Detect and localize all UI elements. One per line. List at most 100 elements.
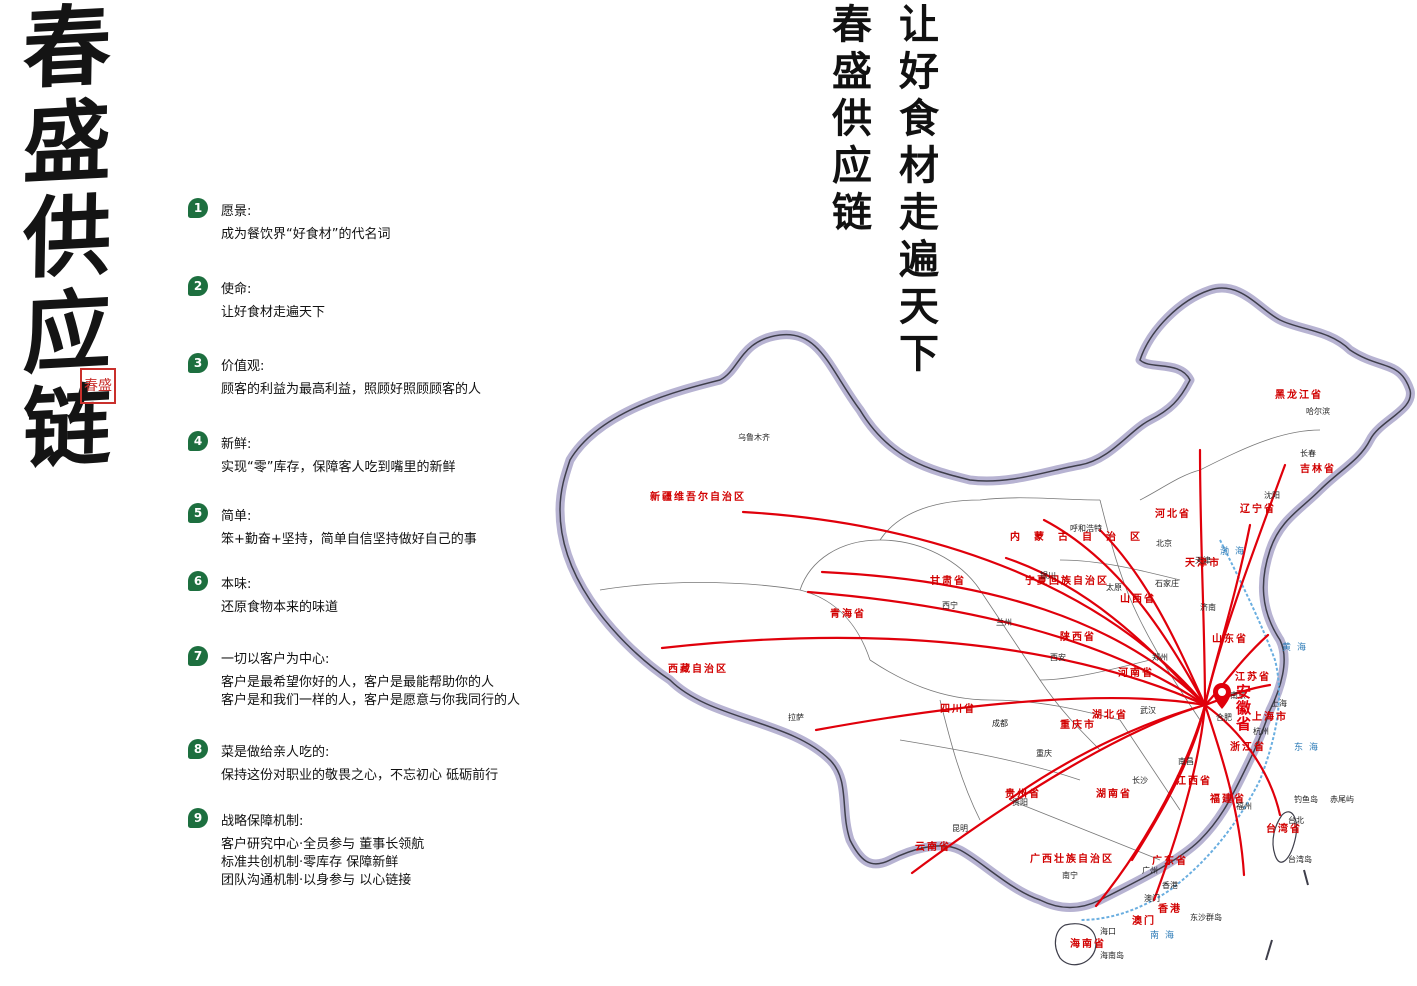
city-label: 长沙 (1132, 776, 1148, 785)
value-line: 还原食物本来的味道 (221, 600, 339, 615)
taiwan-outline (1272, 811, 1298, 863)
slogan-main: 让 好 食 材 走 遍 天 下 (895, 2, 943, 378)
city-label: 合肥 (1216, 713, 1232, 722)
city-label: 北京 (1156, 539, 1172, 548)
province-label: 河北省 (1155, 509, 1191, 520)
province-label: 江苏省 (1235, 672, 1271, 683)
island-label: 台湾岛 (1288, 855, 1312, 864)
number-badge: 1 (188, 198, 208, 218)
city-label: 拉萨 (788, 713, 804, 722)
slogan-char: 链 (832, 190, 872, 236)
city-label: 太原 (1106, 583, 1122, 592)
brand-char: 春 (21, 0, 113, 102)
province-label: 贵州省 (1005, 789, 1041, 800)
value-desc: 顾客的利益为最高利益，照顾好照顾顾客的人 (221, 381, 481, 399)
city-label: 呼和浩特 (1070, 524, 1102, 533)
sea-label: 渤海 (1220, 547, 1251, 557)
slogan-char: 走 (899, 190, 939, 236)
city-label: 沈阳 (1264, 491, 1280, 500)
province-label: 西藏自治区 (668, 664, 728, 675)
value-title: 本味: (221, 577, 252, 592)
value-line: 让好食材走遍天下 (221, 305, 326, 320)
province-label: 新疆维吾尔自治区 (650, 492, 746, 503)
value-desc: 实现“零”库存，保障客人吃到嘴里的新鲜 (221, 459, 455, 477)
value-title: 愿景: (221, 204, 252, 219)
number-badge: 7 (188, 646, 208, 666)
red-seal-stamp: 春盛 (80, 368, 116, 404)
province-label: 台湾省 (1266, 824, 1302, 835)
value-line: 标准共创机制·零库存 保障新鲜 (221, 855, 399, 870)
value-line: 成为餐饮界“好食材”的代名词 (221, 227, 391, 242)
city-label: 贵阳 (1012, 798, 1028, 807)
value-line: 保持这份对职业的敬畏之心，不忘初心 砥砺前行 (221, 768, 499, 783)
slogan-char: 应 (832, 143, 872, 189)
city-label: 海口 (1100, 927, 1116, 936)
province-label: 四川省 (940, 704, 976, 715)
country-border-inner (559, 287, 1412, 909)
city-label: 成都 (992, 719, 1008, 728)
value-title: 简单: (221, 509, 252, 524)
island-label: 赤尾屿 (1330, 795, 1354, 804)
sea-label: 黄海 (1282, 643, 1313, 653)
number-badge: 6 (188, 571, 208, 591)
hub-label: 安徽省 (1236, 683, 1252, 733)
city-label: 广州 (1142, 866, 1158, 875)
province-label: 福建省 (1210, 794, 1246, 805)
province-borders (599, 429, 1321, 861)
number-badge: 4 (188, 431, 208, 451)
city-label: 福州 (1236, 802, 1252, 811)
city-label: 银川 (1040, 571, 1056, 580)
hainan-outline (1054, 923, 1097, 966)
value-line: 顾客的利益为最高利益，照顾好照顾顾客的人 (221, 382, 482, 397)
value-desc: 保持这份对职业的敬畏之心，不忘初心 砥砺前行 (221, 767, 498, 785)
city-label: 哈尔滨 (1306, 407, 1330, 416)
province-label: 湖南省 (1096, 789, 1132, 800)
city-label: 济南 (1200, 603, 1216, 612)
province-label: 黑龙江省 (1275, 390, 1323, 401)
value-desc: 客户是最希望你好的人，客户是最能帮助你的人 客户是和我们一样的人，客户是愿意与你… (221, 674, 520, 710)
value-desc: 还原食物本来的味道 (221, 599, 338, 617)
city-label: 重庆 (1036, 749, 1052, 758)
city-label: 台北 (1288, 816, 1304, 825)
sea-label: 南海 (1150, 931, 1181, 941)
island-label: 东沙群岛 (1190, 913, 1222, 922)
province-label: 河南省 (1118, 668, 1154, 679)
value-title: 新鲜: (221, 437, 252, 452)
city-label: 天津 (1195, 556, 1211, 565)
value-desc: 笨+勤奋+坚持，简单自信坚持做好自己的事 (221, 531, 477, 549)
city-label: 南宁 (1062, 871, 1078, 880)
province-label: 甘肃省 (930, 576, 966, 587)
province-label: 澳门 (1132, 916, 1156, 927)
province-label: 吉林省 (1300, 464, 1336, 475)
slogan-char: 好 (899, 49, 939, 95)
province-label: 湖北省 (1092, 710, 1128, 721)
map-svg (555, 283, 1415, 966)
value-desc: 客户研究中心·全员参与 董事长领航 标准共创机制·零库存 保障新鲜 团队沟通机制… (221, 836, 424, 890)
city-label: 香港 (1162, 881, 1178, 890)
city-label: 长春 (1300, 449, 1316, 458)
province-label: 天津市 (1185, 558, 1221, 569)
brand-char: 供 (21, 182, 113, 292)
value-line: 团队沟通机制·以身参与 以心链接 (221, 873, 412, 888)
value-line: 笨+勤奋+坚持，简单自信坚持做好自己的事 (221, 532, 477, 547)
city-label: 南京 (1230, 691, 1246, 700)
city-label: 澳门 (1144, 894, 1160, 903)
island-label: 钓鱼岛 (1294, 795, 1318, 804)
city-label: 西安 (1050, 653, 1066, 662)
province-label: 辽宁省 (1240, 504, 1276, 515)
province-label: 江西省 (1176, 776, 1212, 787)
number-badge: 8 (188, 739, 208, 759)
number-badge: 9 (188, 808, 208, 828)
province-label: 广西壮族自治区 (1030, 854, 1114, 865)
value-line: 客户研究中心·全员参与 董事长领航 (221, 837, 425, 852)
slogan-char: 下 (899, 331, 939, 377)
slogan-brand: 春 盛 供 应 链 (828, 2, 876, 237)
china-map: 新疆维吾尔自治区 西藏自治区 青海省 四川省 云南省 内蒙古自治区 黑龙江省 吉… (540, 260, 1417, 986)
value-title: 使命: (221, 282, 252, 297)
province-label: 宁夏回族自治区 (1025, 576, 1109, 587)
route-lines (660, 448, 1287, 908)
city-label: 兰州 (996, 618, 1012, 627)
island-label: 海南岛 (1100, 951, 1124, 960)
slogan-char: 让 (899, 2, 939, 48)
province-label: 内蒙古自治区 (1010, 532, 1154, 543)
